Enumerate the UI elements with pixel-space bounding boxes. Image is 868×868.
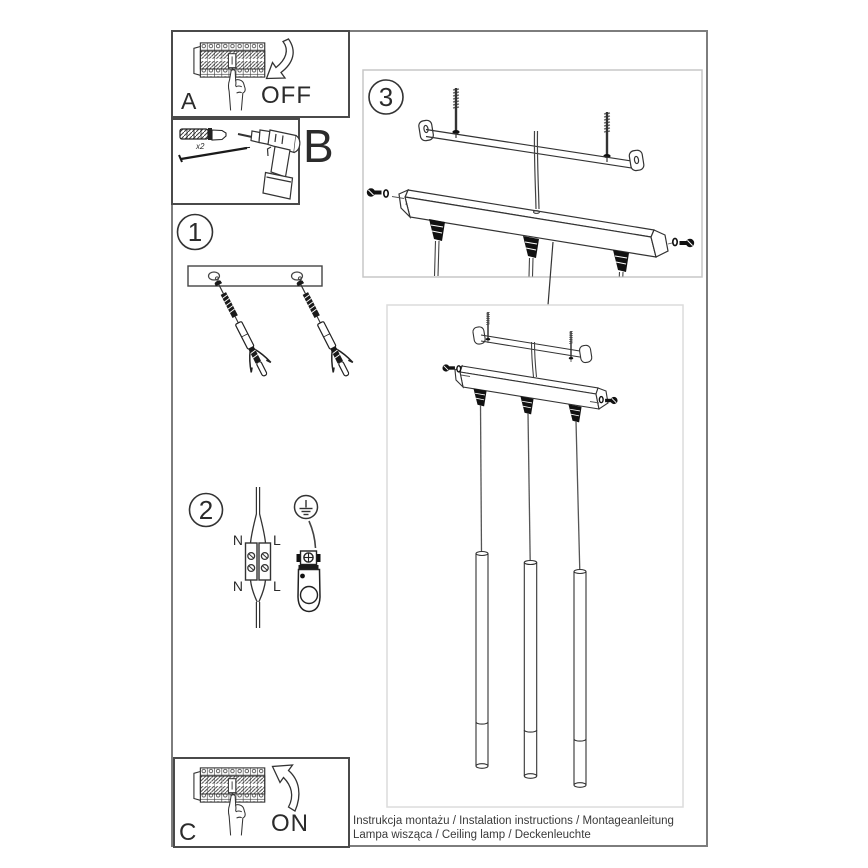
feed-cable xyxy=(533,130,540,210)
label-step-a: A xyxy=(181,88,197,114)
label-n-bottom: N xyxy=(233,578,243,594)
label-step-c: C xyxy=(179,819,197,846)
label-step-b: B xyxy=(303,120,334,172)
page-frame xyxy=(171,30,708,847)
label-off: OFF xyxy=(261,82,312,109)
arrow-down-off-icon xyxy=(265,38,294,80)
anchor-assembly-right xyxy=(288,275,358,382)
breaker-panel-icon xyxy=(193,42,266,78)
pendant-cables xyxy=(479,404,581,572)
breaker-panel-icon-c xyxy=(193,767,266,803)
step-b-box: x2 B xyxy=(171,118,334,205)
lamp-guide-left xyxy=(460,374,471,377)
pendant-tube-3 xyxy=(573,568,587,788)
label-n-top: N xyxy=(233,532,243,548)
wall-anchor-icon xyxy=(179,128,227,141)
lamp-guide-right xyxy=(589,401,600,404)
ground-clamp-figure xyxy=(296,550,321,613)
pendant-tube-2 xyxy=(523,559,538,779)
terminal-block-figure xyxy=(244,487,272,628)
footer-line-1: Instrukcja montażu / Instalation instruc… xyxy=(353,815,674,827)
label-x2: x2 xyxy=(195,142,205,151)
footer: Instrukcja montażu / Instalation instruc… xyxy=(353,815,674,841)
label-step-1: 1 xyxy=(188,217,202,247)
step-c-box: C ON xyxy=(173,757,350,848)
screw-icon xyxy=(178,146,251,163)
gland-cables xyxy=(433,240,624,277)
ground-wire xyxy=(308,520,317,549)
label-step-3: 3 xyxy=(379,82,393,112)
canopy xyxy=(398,188,669,258)
step-1-section: 1 xyxy=(176,213,358,382)
step-a-box: A OFF xyxy=(171,30,350,118)
label-on: ON xyxy=(271,810,309,837)
lamp-feed-cable xyxy=(530,341,538,378)
footer-line-2: Lampa wisząca / Ceiling lamp / Deckenleu… xyxy=(353,829,591,841)
label-l-top: L xyxy=(273,532,281,548)
mounting-plate xyxy=(187,265,323,287)
drill-icon xyxy=(237,129,301,200)
arrow-up-on-icon xyxy=(271,764,300,812)
label-step-2: 2 xyxy=(199,495,213,525)
lamp-strap xyxy=(472,326,593,364)
pendant-tube-1 xyxy=(475,550,489,769)
step-3-box: 3 xyxy=(362,69,703,278)
step-2-section: 2 N L N L xyxy=(188,487,321,628)
mounting-strap xyxy=(418,119,645,172)
anchor-assembly-left xyxy=(206,275,276,382)
guide-line-left xyxy=(391,196,405,199)
label-l-bottom: L xyxy=(273,578,281,594)
earth-symbol-icon xyxy=(293,494,319,520)
lamp-assembly-box xyxy=(386,304,684,808)
